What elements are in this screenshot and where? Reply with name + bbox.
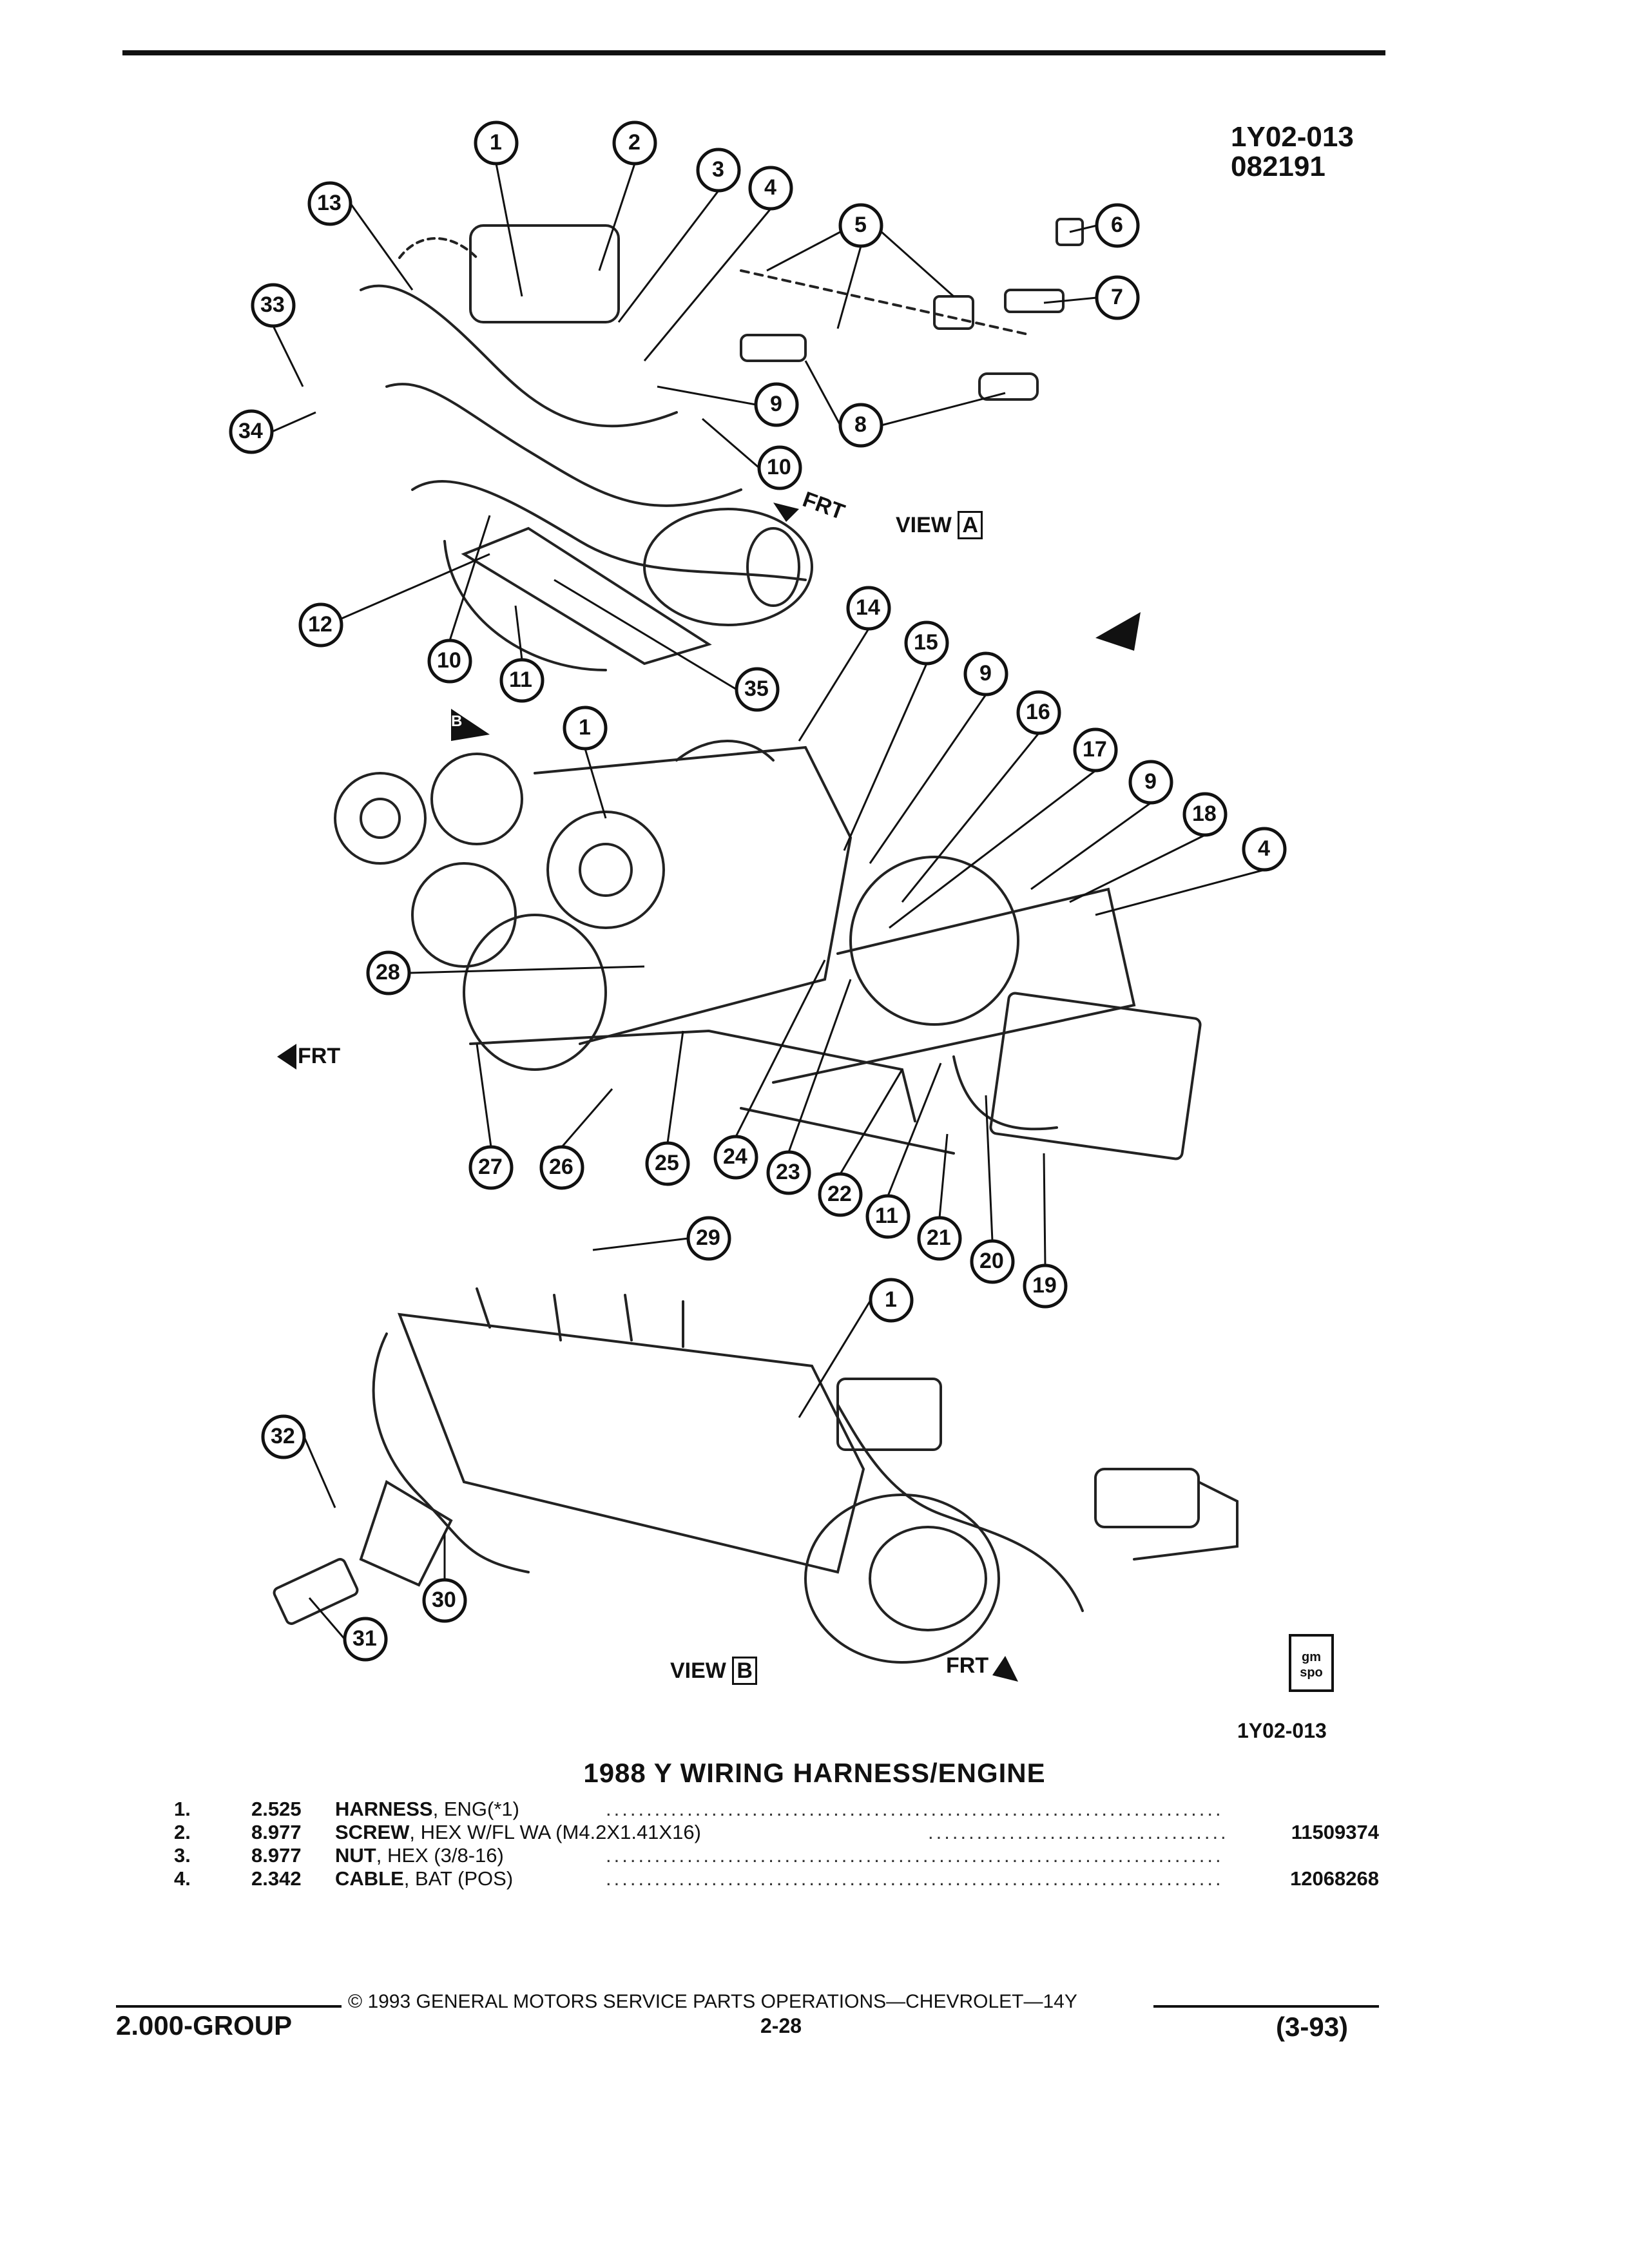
item-number: 3.: [174, 1844, 191, 1867]
callout-label: 4: [764, 175, 776, 200]
callout-label: 19: [1032, 1273, 1057, 1298]
view-b-label: VIEW B: [670, 1657, 757, 1685]
view-a-arrow-letter: A: [1141, 612, 1152, 629]
callout-label: 26: [549, 1155, 574, 1179]
callout-label: 3: [712, 157, 724, 182]
reference-code: 1Y02-013: [1231, 121, 1354, 153]
leader-dots: ........................................…: [606, 1798, 1224, 1820]
frt-arrow-main: [277, 1044, 296, 1070]
callout-label: 23: [776, 1160, 800, 1184]
frt-label-main: FRT: [298, 1044, 341, 1068]
leader-lines: [271, 163, 1265, 1640]
item-description: HARNESS, ENG(*1): [335, 1798, 519, 1820]
callout-label: 27: [478, 1155, 503, 1179]
view-b-arrow-letter: B: [451, 713, 463, 730]
footer-rule-left: [116, 2005, 342, 2008]
reference-date: 082191: [1231, 151, 1325, 182]
item-group: 8.977: [251, 1844, 302, 1867]
frt-arrow-b: [992, 1656, 1018, 1682]
callout-label: 10: [437, 648, 461, 673]
callout-12: [298, 602, 343, 648]
callout-label: 34: [238, 419, 263, 443]
catalog-row: 4. 2.342 CABLE, BAT (POS) ..............…: [116, 1867, 1379, 1890]
callout-label: 28: [376, 960, 400, 985]
view-b-assembly: [273, 1287, 1239, 1664]
item-group: 2.342: [251, 1867, 302, 1890]
callout-label: 11: [875, 1204, 898, 1228]
item-part-number: 11509374: [1291, 1821, 1379, 1843]
item-number: 1.: [174, 1798, 191, 1820]
callout-label: 25: [655, 1151, 679, 1175]
footer-page-number: 2-28: [760, 2014, 802, 2037]
callout-label: 21: [927, 1225, 951, 1250]
footer-copyright: © 1993 GENERAL MOTORS SERVICE PARTS OPER…: [348, 1991, 1077, 2012]
callout-label: 33: [260, 293, 285, 317]
callout-label: 1: [490, 130, 502, 155]
callout-label: 29: [696, 1225, 720, 1250]
callout-label: 10: [767, 455, 791, 479]
frt-label-view-b: FRT: [946, 1653, 989, 1678]
view-b-arrow: [451, 709, 490, 741]
callout-label: 18: [1192, 802, 1217, 826]
item-number: 2.: [174, 1821, 191, 1843]
callout-label: 32: [271, 1424, 295, 1448]
catalog-row: 2. 8.977 SCREW, HEX W/FL WA (M4.2X1.41X1…: [116, 1821, 1379, 1844]
item-part-number: 12068268: [1290, 1867, 1379, 1890]
callout-label: 17: [1083, 737, 1107, 762]
frt-arrow-a: [773, 503, 799, 522]
callout-label: 12: [308, 612, 333, 637]
callout-label: 30: [432, 1588, 456, 1612]
callout-label: 6: [1111, 213, 1123, 237]
catalog-row: 1. 2.525 HARNESS, ENG(*1) ..............…: [116, 1798, 1379, 1821]
catalog-title: 1988 Y WIRING HARNESS/ENGINE: [583, 1758, 1046, 1788]
item-description: CABLE, BAT (POS): [335, 1867, 514, 1890]
callout-label: 5: [854, 213, 867, 237]
catalog-row: 3. 8.977 NUT, HEX (3/8-16) .............…: [116, 1844, 1379, 1867]
callouts: [229, 120, 1287, 1662]
leader-dots: ........................................…: [928, 1821, 1224, 1843]
leader-dots: ........................................…: [606, 1867, 1224, 1890]
callout-label: 1: [579, 715, 591, 740]
callout-label: 20: [979, 1249, 1004, 1273]
direction-arrows: [277, 503, 1141, 1682]
callout-label: 8: [854, 412, 867, 437]
item-description: SCREW, HEX W/FL WA (M4.2X1.41X16): [335, 1821, 701, 1843]
callout-label: 16: [1026, 700, 1050, 724]
callout-label: 24: [723, 1144, 747, 1169]
callout-label: 9: [1144, 769, 1157, 794]
callout-label: 9: [979, 661, 992, 686]
callout-label: 31: [352, 1626, 377, 1651]
view-a-arrow: [1095, 612, 1141, 651]
main-engine-assembly: [334, 740, 1202, 1160]
callout-label: 13: [317, 191, 342, 215]
callout-label: 1: [885, 1287, 897, 1312]
figure-caption-code: 1Y02-013: [1237, 1719, 1327, 1742]
callout-label: 7: [1111, 285, 1123, 309]
callout-label: 35: [744, 677, 769, 701]
top-rule: [122, 50, 1385, 55]
callout-label: 22: [827, 1182, 852, 1206]
footer-date: (3-93): [1276, 2012, 1349, 2042]
callout-label: 9: [770, 392, 782, 416]
callout-label: 11: [509, 668, 532, 692]
callout-label: 4: [1258, 836, 1270, 861]
wiring-harness-diagram: [229, 120, 1287, 1682]
callout-label: 14: [856, 595, 880, 620]
footer-group: 2.000-GROUP: [116, 2010, 293, 2041]
callout-label: 2: [628, 130, 641, 155]
gmspo-badge: gm spo: [1289, 1634, 1334, 1692]
view-a-label: VIEW A: [896, 511, 983, 539]
item-number: 4.: [174, 1867, 191, 1890]
item-group: 8.977: [251, 1821, 302, 1843]
leader-dots: ........................................…: [606, 1844, 1224, 1867]
callout-label: 15: [914, 630, 938, 655]
view-a-assembly: [360, 218, 1084, 671]
item-description: NUT, HEX (3/8-16): [335, 1844, 504, 1867]
item-group: 2.525: [251, 1798, 302, 1820]
footer-rule-right: [1153, 2005, 1379, 2008]
